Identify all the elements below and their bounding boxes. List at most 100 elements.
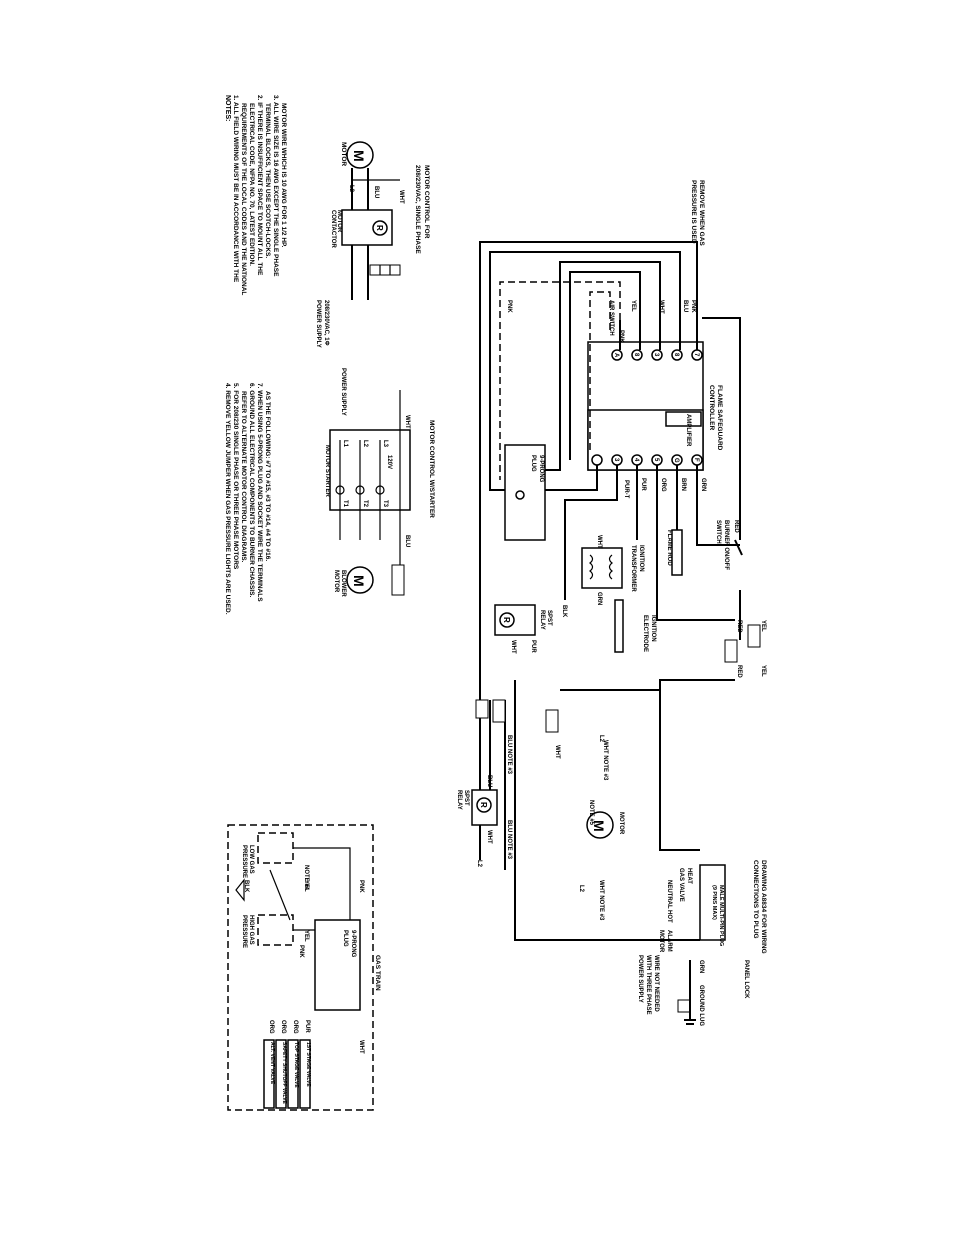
svg-text:L2: L2: [578, 885, 584, 893]
svg-text:MOTOR: MOTOR: [333, 570, 339, 593]
note-line: REQUIREMENTS OF THE LOCAL CODES AND THE …: [240, 103, 247, 295]
svg-text:WHT: WHT: [404, 415, 410, 429]
svg-text:9-PRONG: 9-PRONG: [538, 455, 544, 483]
svg-text:MOTOR STARTER: MOTOR STARTER: [324, 445, 330, 497]
svg-text:(9 PINS MAX): (9 PINS MAX): [711, 885, 717, 920]
gas-train-plug: [314, 919, 361, 1011]
svg-text:PUR-T: PUR-T: [623, 480, 629, 499]
svg-text:YEL: YEL: [760, 620, 766, 632]
svg-text:M: M: [351, 575, 367, 587]
svg-text:IGNITION: IGNITION: [650, 615, 656, 642]
svg-text:WHT: WHT: [486, 830, 492, 844]
gas-train-boundary: [227, 824, 374, 1111]
svg-text:BRN: BRN: [680, 478, 686, 491]
single-phase-title: MOTOR CONTROL FOR: [423, 165, 430, 239]
note-line: 7. WHEN USING 5-PRONG PLUG AND SOCKET WI…: [256, 383, 263, 602]
svg-text:WHT NOTE #3: WHT NOTE #3: [598, 880, 604, 921]
valve-1st-stage: [299, 1039, 311, 1109]
svg-text:SWITCH: SWITCH: [715, 520, 721, 544]
svg-text:BLU: BLU: [373, 186, 379, 198]
svg-text:PRESSURE: PRESSURE: [241, 845, 247, 878]
svg-text:WHT: WHT: [554, 745, 560, 759]
svg-text:R: R: [479, 802, 488, 808]
note-line: AS THE FOLLOWING: #7 TO #15, #3 TO #14, …: [264, 391, 271, 561]
svg-text:WHT: WHT: [596, 535, 602, 549]
svg-text:SAFETY SHUTOFF VALVE: SAFETY SHUTOFF VALVE: [281, 1042, 287, 1105]
svg-text:GRN: GRN: [700, 478, 706, 491]
svg-text:7: 7: [693, 353, 699, 357]
svg-text:LOW GAS: LOW GAS: [248, 845, 254, 874]
svg-text:L2: L2: [598, 735, 604, 743]
svg-text:GRN: GRN: [698, 960, 704, 973]
nine-prong-plug: [504, 444, 546, 541]
svg-text:WHT NOTE #3: WHT NOTE #3: [602, 740, 608, 781]
note-line: 1. ALL FIELD WIRING MUST BE IN ACCORDANC…: [232, 95, 239, 283]
svg-text:BLK: BLK: [243, 880, 249, 893]
svg-text:AIR SWITCH: AIR SWITCH: [608, 300, 614, 336]
multi-pin-plug-section: DRAWING A8834 FOR WIRING CONNECTIONS TO …: [578, 860, 767, 1026]
svg-text:POWER SUPPLY: POWER SUPPLY: [637, 955, 643, 1003]
svg-text:WHT: WHT: [658, 300, 664, 314]
gas-valves: 1ST STAGE VALVE TOP STAGE VALVE SAFETY S…: [263, 1039, 311, 1109]
svg-text:PLUG: PLUG: [342, 930, 348, 947]
svg-text:MOTOR: MOTOR: [618, 812, 624, 835]
svg-text:BLU: BLU: [486, 775, 492, 787]
svg-text:G: G: [673, 458, 679, 463]
svg-text:T1: T1: [342, 500, 348, 508]
svg-text:RELAY: RELAY: [456, 790, 462, 810]
single-phase-subtitle: 208/230VAC, SINGLE PHASE: [414, 165, 421, 254]
single-phase-motor-control: MOTOR CONTROL FOR 208/230VAC, SINGLE PHA…: [315, 141, 430, 348]
warning-icon: [235, 878, 245, 902]
svg-text:208/230VAC, 1Φ: 208/230VAC, 1Φ: [323, 300, 329, 346]
svg-text:WHT: WHT: [510, 640, 516, 654]
note-line: MOTOR WIRE WHICH IS 10 AWG FOR 1 1/2 HP.: [280, 103, 287, 248]
note-line: 3. ALL WIRE SIZE IS 16 AWG EXCEPT THE SI…: [272, 95, 279, 277]
svg-text:BLU NOTE #3: BLU NOTE #3: [506, 735, 512, 775]
burner-motor: [586, 811, 614, 839]
controller-terminals-top: 7 8 3 8 A: [611, 349, 703, 361]
svg-text:POWER SUPPLY: POWER SUPPLY: [315, 300, 321, 348]
svg-text:GROUND LUG: GROUND LUG: [698, 985, 704, 1026]
blower-motor: [346, 566, 374, 594]
low-gas-pressure-switch: [257, 832, 294, 864]
note-line: 4. REMOVE YELLOW JUMPER WHEN GAS PRESSUR…: [224, 383, 231, 615]
svg-text:PNK: PNK: [618, 330, 624, 343]
svg-text:TOP STAGE VALVE: TOP STAGE VALVE: [293, 1042, 299, 1088]
svg-text:SPST: SPST: [546, 610, 552, 626]
svg-text:AMPLIFIER: AMPLIFIER: [685, 414, 691, 447]
svg-text:RED: RED: [733, 520, 739, 533]
svg-text:GRN: GRN: [596, 592, 602, 605]
svg-text:1ST STAGE VALVE: 1ST STAGE VALVE: [305, 1042, 311, 1087]
svg-text:RELAY: RELAY: [539, 610, 545, 630]
svg-text:FLAME ROD: FLAME ROD: [666, 530, 672, 566]
svg-text:ORG: ORG: [280, 1020, 286, 1034]
svg-text:PUR: PUR: [304, 1020, 310, 1033]
svg-text:CONTROLLER: CONTROLLER: [708, 385, 715, 430]
svg-text:YEL: YEL: [303, 930, 309, 942]
svg-text:HOT: HOT: [666, 910, 672, 923]
main-wiring: REMOVE WHEN GAS PRESSURE IS USED AMPLIFI…: [456, 180, 766, 1013]
svg-text:L2: L2: [362, 440, 368, 448]
svg-text:CONNECTIONS TO PLUG: CONNECTIONS TO PLUG: [752, 860, 759, 939]
svg-text:120V: 120V: [386, 455, 392, 469]
svg-text:FLAME SAFEGUARD: FLAME SAFEGUARD: [716, 385, 723, 451]
svg-text:RED: RED: [736, 665, 742, 678]
svg-text:PUR: PUR: [530, 640, 536, 653]
svg-text:HIGH GAS: HIGH GAS: [248, 915, 254, 945]
svg-text:L3: L3: [382, 440, 388, 448]
starter-title: MOTOR CONTROL W/STARTER: [428, 420, 435, 518]
notes-heading: NOTES:: [224, 95, 231, 121]
svg-text:CONTACTOR: CONTACTOR: [330, 210, 336, 248]
svg-text:L2: L2: [476, 860, 482, 868]
svg-text:PLUG: PLUG: [530, 455, 536, 472]
svg-text:PNK: PNK: [690, 300, 696, 313]
svg-text:WIRE NOT NEEDED: WIRE NOT NEEDED: [653, 955, 659, 1012]
svg-text:RED: RED: [736, 620, 742, 633]
svg-text:T2: T2: [362, 500, 368, 508]
svg-text:YEL: YEL: [303, 880, 309, 892]
male-multi-pin-plug: [699, 864, 726, 941]
ignition-electrode: [614, 599, 624, 653]
svg-text:PRESSURE: PRESSURE: [241, 915, 247, 948]
svg-text:GAS TRAIN: GAS TRAIN: [374, 955, 381, 991]
